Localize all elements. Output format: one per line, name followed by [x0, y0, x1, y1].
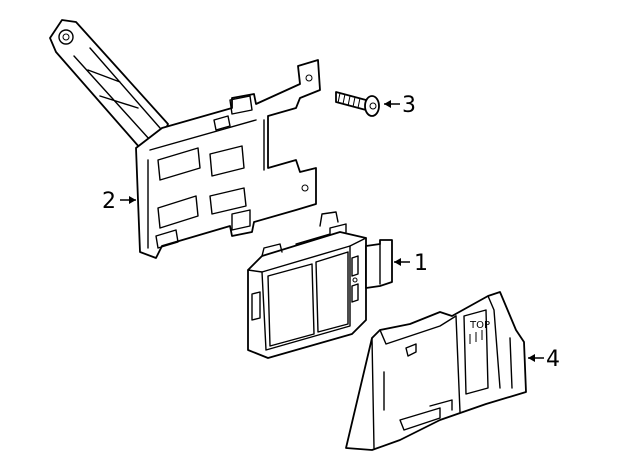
module-part: [247, 211, 393, 359]
callout-4-number: 4: [546, 347, 560, 372]
bracket-part: [49, 19, 321, 259]
callout-2-number: 2: [102, 189, 116, 214]
callout-1-number: 1: [414, 251, 428, 276]
cover-part: TOP: [345, 291, 527, 451]
cover-top-label: TOP: [469, 320, 490, 331]
callout-2: 2: [102, 189, 136, 214]
screw-part: [335, 91, 380, 117]
callout-3: 3: [384, 93, 416, 118]
callout-1: 1: [394, 251, 428, 276]
callout-4: 4: [528, 347, 560, 372]
callout-3-number: 3: [402, 93, 416, 118]
